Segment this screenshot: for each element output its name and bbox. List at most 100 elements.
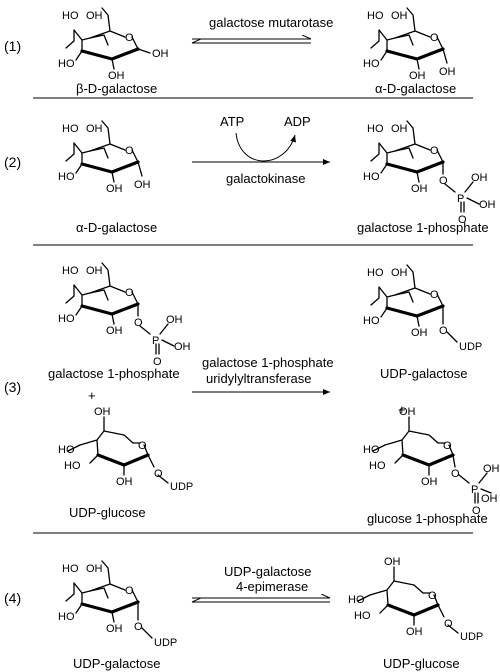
bond: [394, 264, 444, 307]
bond: [67, 442, 169, 484]
atom-label-ho: HO: [62, 123, 79, 135]
bond: [65, 29, 109, 52]
bond: [380, 305, 458, 343]
atom-label-o: O: [458, 214, 467, 226]
atom-label-o: O: [134, 317, 143, 329]
atom-label-o: O: [451, 468, 460, 480]
atom-label-ho: HO: [354, 610, 371, 622]
galactose-1-phosphate-structure-1: HO OH O HO OH O P OH OH O: [363, 120, 496, 226]
bond: [89, 7, 151, 54]
bond: [75, 601, 153, 639]
step1-product-label: α-D-galactose: [375, 81, 456, 96]
step-number-1: (1): [4, 38, 21, 54]
atom-label-oh: OH: [94, 406, 111, 418]
atom-label-ring-o: O: [125, 287, 134, 299]
atom-label-oh: OH: [134, 179, 151, 191]
step3-product-label-2: glucose 1-phosphate: [367, 511, 488, 526]
step2-cofactor-adp: ADP: [284, 114, 311, 129]
atom-label-oh: OH: [471, 172, 488, 184]
atom-label-udp: UDP: [154, 637, 177, 649]
atom-label-ho: HO: [58, 171, 75, 183]
wedge-bond: [386, 603, 440, 617]
udp-glucose-structure-1: OH O HO HO OH O UDP: [58, 406, 193, 493]
atom-label-oudp: O: [134, 621, 143, 633]
bond: [370, 29, 414, 52]
atom-label-oh: OH: [481, 493, 498, 505]
bond: [394, 120, 444, 163]
step1-reactant-label: β-D-galactose: [76, 81, 157, 96]
atom-label-ho: HO: [62, 563, 79, 575]
atom-label-oh: OH: [399, 406, 416, 418]
bond: [65, 142, 109, 165]
atom-label-ring-o: O: [430, 289, 439, 301]
atom-label-oh: OH: [406, 626, 423, 638]
beta-galactose-structure: HO OH O OH HO OH: [58, 7, 169, 82]
step4-reactant-label: UDP-galactose: [73, 656, 160, 671]
atom-label-oh: OH: [439, 66, 456, 78]
atom-label-oudp: O: [444, 618, 453, 630]
wedge-bond: [80, 302, 140, 316]
atom-label-ho: HO: [363, 171, 380, 183]
atom-label-ho: HO: [62, 265, 79, 277]
step3-plus-left: +: [88, 388, 96, 403]
alpha-galactose-structure-1: HO OH O HO OH OH: [363, 7, 456, 82]
atom-label-ho: HO: [367, 123, 384, 135]
atom-label-o: O: [153, 356, 162, 368]
atom-label-oh: OH: [106, 183, 123, 195]
atom-label-ring-o: O: [138, 440, 147, 452]
atom-label-ring-o: O: [430, 32, 439, 44]
bond: [89, 560, 139, 603]
bond: [75, 161, 143, 183]
glucose-1-phosphate-structure: OH O HO HO OH O P OH OH O: [363, 406, 500, 517]
step2-cofactor-arc: [235, 132, 296, 162]
step3-reactant-label-2: UDP-glucose: [69, 505, 146, 520]
wedge-bond: [96, 453, 150, 467]
atom-label-ring-o: O: [428, 590, 437, 602]
bond: [370, 142, 414, 165]
atom-label-ho: HO: [58, 611, 75, 623]
step3-product-label-1: UDP-galactose: [380, 366, 467, 381]
atom-label-udp: UDP: [460, 631, 483, 643]
step1-enzyme: galactose mutarotase: [209, 15, 333, 30]
galactose-1-phosphate-structure-2: HO OH O HO OH O P OH OH O: [58, 262, 191, 368]
atom-label-oh: OH: [391, 267, 408, 279]
wedge-bond: [385, 160, 445, 174]
atom-label-oh: OH: [108, 70, 125, 82]
step4-product-label: UDP-glucose: [383, 656, 460, 671]
atom-label-ring-o: O: [443, 440, 452, 452]
bond: [370, 286, 414, 309]
atom-label-ho: HO: [363, 58, 380, 70]
atom-label-oh: OH: [106, 325, 123, 337]
atom-label-p: P: [457, 193, 464, 205]
step2-reactant-label: α-D-galactose: [76, 220, 157, 235]
atom-label-oh: OH: [421, 476, 438, 488]
atom-label-ho: HO: [62, 10, 79, 22]
atom-label-oh: OH: [86, 123, 103, 135]
atom-label-oh: OH: [409, 70, 426, 82]
atom-label-oh: OH: [391, 123, 408, 135]
atom-label-oh: OH: [479, 199, 496, 211]
atom-label-ho: HO: [369, 460, 386, 472]
atom-label-p: P: [152, 335, 159, 347]
atom-label-oudp: O: [154, 468, 163, 480]
bond: [75, 303, 175, 355]
bond: [357, 592, 459, 634]
atom-label-ho: HO: [348, 594, 365, 606]
atom-label-oh: OH: [483, 463, 500, 475]
atom-label-ho: HO: [58, 313, 75, 325]
atom-label-ho: HO: [367, 10, 384, 22]
step3-enzyme-line2: uridylyltransferase: [206, 371, 312, 386]
step4-enzyme-line2: 4-epimerase: [236, 579, 308, 594]
atom-label-oh: OH: [384, 556, 401, 568]
atom-label-ho: HO: [58, 58, 75, 70]
udp-glucose-structure-2: OH O HO HO OH O UDP: [348, 556, 483, 643]
atom-label-oh: OH: [152, 48, 169, 60]
atom-label-ring-o: O: [430, 145, 439, 157]
atom-label-oh: OH: [86, 563, 103, 575]
atom-label-ho: HO: [58, 444, 75, 456]
atom-label-ring-o: O: [125, 32, 134, 44]
bond: [79, 416, 134, 456]
step2-enzyme: galactokinase: [226, 171, 306, 186]
atom-label-ho: HO: [363, 315, 380, 327]
wedge-bond: [80, 47, 140, 61]
